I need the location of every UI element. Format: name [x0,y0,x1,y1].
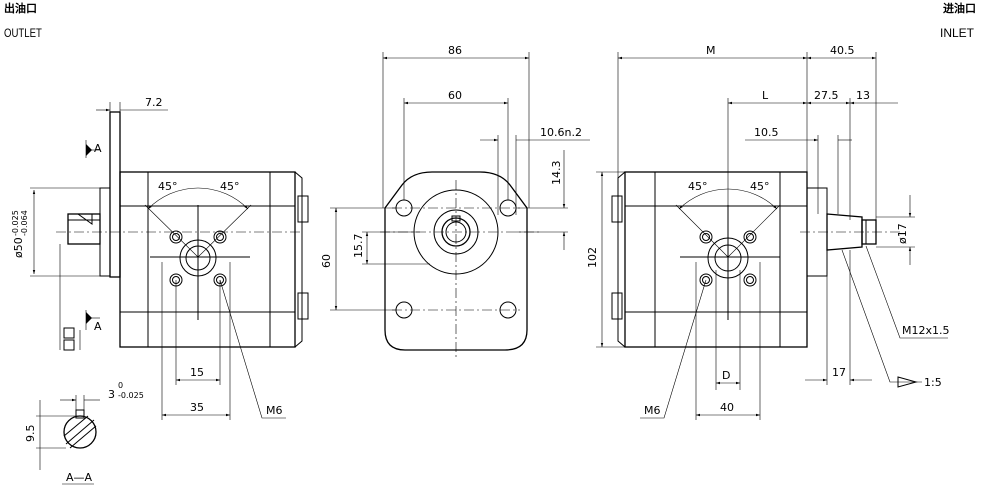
dim-86: 86 [448,44,462,57]
left-flange [109,111,121,278]
dim-102: 102 [586,247,599,268]
section-a-bottom: A [94,320,102,333]
outlet-cn-label: 出油口 [4,3,37,15]
dim-d: D [722,369,730,382]
dim-17: 17 [832,366,846,379]
key-height: 9.5 [24,425,37,443]
right-view [596,52,948,420]
dim-15: 15 [190,366,204,379]
thread-m12: M12x1.5 [902,324,950,337]
inlet-en-label: INLET [939,26,974,40]
dim-27-5: 27.5 [814,89,839,102]
angle-45-right-b: 45° [750,180,770,193]
section-a-top: A [94,142,102,155]
shaft-tol-upper: -0.025 [11,210,20,236]
dim-14-3: 14.3 [550,161,563,186]
right-shaft [826,213,863,251]
dim-10-5: 10.5 [754,126,779,139]
thread-m6-right: M6 [644,404,661,417]
left-body [119,171,296,348]
dim-60-top: 60 [448,89,462,102]
middle-view [330,52,590,360]
dim-15-7: 15.7 [352,234,365,259]
left-view [30,102,309,485]
thread-m6-left: M6 [266,404,283,417]
dim-35: 35 [190,401,204,414]
key-tol-upper: 0 [118,381,123,390]
dim-m: M [706,44,716,57]
inlet-cn-label: 进油口 [943,3,976,15]
dim-7-2: 7.2 [145,96,163,109]
dim-dia-17: ø17 [896,223,909,244]
dim-13: 13 [856,89,870,102]
key-tol-lower: -0.025 [118,391,144,400]
outlet-en-label: OUTLET [4,26,42,40]
dim-60-vertical: 60 [320,254,333,268]
dim-40-5: 40.5 [830,44,855,57]
dim-10-6: 10.6n.2 [540,126,582,139]
section-aa-label: A—A [66,471,93,484]
angle-45-left-b: 45° [220,180,240,193]
section-aa [63,415,97,449]
shaft-diameter: ø50 [12,237,25,258]
key-width: 3 [108,388,115,401]
dim-40: 40 [720,401,734,414]
dim-l: L [762,89,769,102]
angle-45-left-a: 45° [158,180,178,193]
taper-ratio: 1:5 [924,376,942,389]
angle-45-right-a: 45° [688,180,708,193]
shaft-tol-lower: -0.064 [20,210,29,236]
